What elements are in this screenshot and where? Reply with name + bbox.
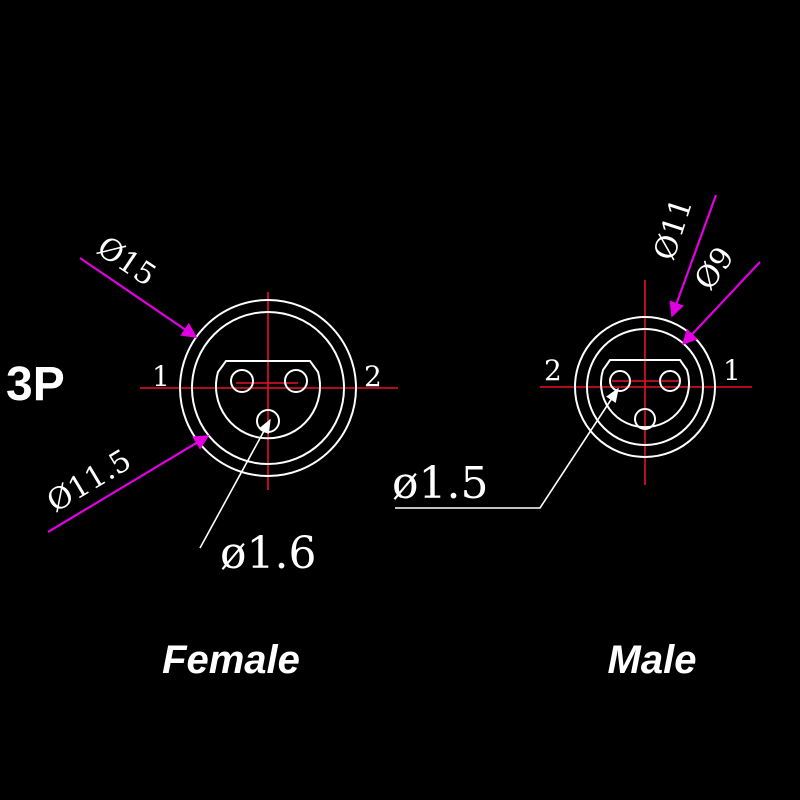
male-outer-dia-label: Ø11: [647, 194, 700, 265]
female-insert-outline: [215, 360, 321, 440]
female-connector: 1 2 Ø15 Ø11.5 ø1.6 Female: [41, 230, 398, 682]
male-pin-dia-label: ø1.5: [392, 458, 488, 509]
male-insert-outline: [600, 359, 690, 429]
female-outer-dia-label: Ø15: [91, 230, 163, 294]
female-inner-dia-leader: [47, 435, 210, 533]
female-outer-dia-leader: [79, 257, 198, 338]
pin-count-label: 3P: [6, 358, 65, 411]
male-inner-ring: [586, 328, 704, 446]
male-pin-label-left: 2: [544, 354, 562, 387]
male-pin-2: [609, 370, 631, 392]
female-pin-label-left: 1: [152, 360, 170, 393]
male-pin-3: [634, 408, 656, 430]
male-caption: Male: [608, 638, 697, 682]
male-outer-ring: [574, 316, 716, 458]
male-inner-dia-leader: [681, 261, 761, 346]
female-hole-2: [284, 369, 308, 393]
male-pin-1: [659, 370, 681, 392]
male-pin-dia-leader: [395, 387, 619, 509]
female-caption: Female: [162, 638, 300, 682]
female-hole-dia-leader: [199, 418, 271, 549]
male-outer-dia-leader: [669, 194, 718, 318]
female-hole-1: [230, 369, 254, 393]
female-pin-label-right: 2: [364, 360, 382, 393]
male-connector: 2 1 Ø11 Ø9 ø1.5 Male: [392, 194, 761, 682]
female-outer-ring: [179, 299, 357, 477]
female-hole-dia-label: ø1.6: [220, 528, 316, 579]
female-inner-ring: [191, 311, 345, 465]
male-pin-label-right: 1: [723, 354, 741, 387]
